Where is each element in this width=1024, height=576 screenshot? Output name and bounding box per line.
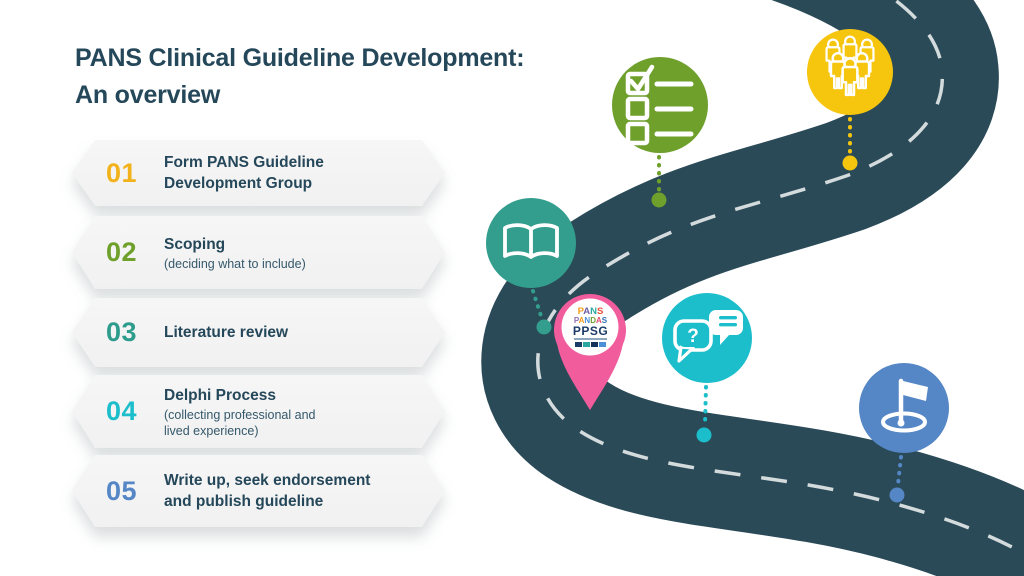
dot-checklist [651,192,667,208]
dot-flag [889,487,905,503]
goal-flag-icon [881,378,928,433]
dot-people [842,155,858,171]
step-title: Delphi Process [164,386,276,404]
step-number: 03 [106,317,138,347]
dot-chat [696,427,712,443]
page-title-line2: An overview [75,81,221,109]
road-center-line [536,0,1024,556]
road-path [481,0,1024,576]
step-subtitle: (deciding what to include) [164,256,306,271]
step-banner-1: 01 Form PANS Guideline Development Group [72,140,445,206]
step-banner-5: 05 Write up, seek endorsement and publis… [72,455,445,527]
step-title: Literature review [164,324,289,341]
people-group-icon [825,35,875,97]
open-book-icon [503,223,559,259]
step-banner-4: 04 Delphi Process (collecting profession… [72,375,445,448]
step-title: Scoping [164,235,226,253]
step-number: 01 [106,157,138,188]
step-number: 02 [106,237,138,267]
flag-circle [859,363,949,453]
milestone-people [807,29,893,115]
step-title: Form PANS Guideline Development Group [164,154,324,192]
connector-chat [703,385,708,426]
ppsg-logo-line3: PPSG [572,323,609,338]
connector-flag [896,455,903,486]
milestone-checklist [612,57,708,153]
milestone-connectors [531,117,905,503]
step-number: 05 [106,475,138,506]
chat-bubbles-icon: ? [673,310,743,363]
milestone-chat: ? [662,293,752,383]
checklist-circle [612,57,708,153]
page-header: PANS Clinical Guideline Development: An … [75,40,525,114]
milestone-pin [553,293,626,410]
step-banner-3: 03 Literature review [72,298,445,367]
ppsg-logo-squares [575,342,606,347]
ppsg-logo-tagline-bar [574,338,607,341]
ppsg-logo: PANS PANDAS PPSG [562,299,619,356]
step-subtitle: (collecting professional and lived exper… [164,407,316,438]
ppsg-logo-line1: PANS [577,306,604,318]
step-banner-2: 02 Scoping (deciding what to include) [72,216,445,289]
milestone-book [486,198,576,288]
question-mark-glyph: ? [687,326,699,347]
pin-logo-disc [561,298,619,356]
page-title-line1: PANS Clinical Guideline Development: [75,44,525,72]
dot-book [536,319,552,335]
step-title: Write up, seek endorsement and publish g… [164,472,371,510]
ppsg-logo-line2: PANDAS [573,315,608,325]
checklist-icon [625,64,694,146]
milestone-flag [859,363,949,453]
step-number: 04 [106,396,138,426]
